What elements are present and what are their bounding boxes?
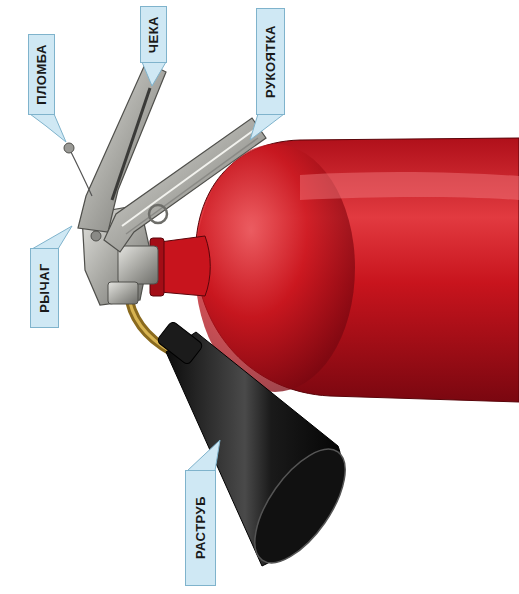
lever [78,62,166,232]
part-name: РУКОЯТКА [263,25,278,98]
part-name: РЫЧАГ [37,263,52,313]
callout-label: ЧЕКА [140,6,167,63]
safety-pin [112,88,150,200]
callout-arrow [250,114,284,140]
seal [64,143,74,153]
callout-arrow [187,440,220,471]
horn-collar [156,320,204,365]
handle-rib [122,130,254,226]
callout-label: ПЛОМБА [28,34,55,115]
part-name: ПЛОМБА [34,44,49,105]
cylinder-body [196,138,519,402]
callout-arrow [30,114,66,142]
callout-arrow [32,226,72,249]
horn-mouth [238,435,363,578]
handle-rib-2 [126,138,258,234]
part-name: ЧЕКА [146,16,161,53]
pivot [91,231,101,241]
seal-wire [70,150,92,196]
pin-ring [149,205,167,223]
part-name: РАСТРУБ [193,496,208,559]
cylinder-neck [160,236,210,296]
callout-label: РУКОЯТКА [256,8,285,115]
valve-nut-2 [108,282,138,304]
handle [104,118,266,252]
valve-nut [118,246,158,284]
callout-arrow [142,62,166,86]
callout-label: РЫЧАГ [30,248,59,328]
callout-label: РАСТРУБ [185,470,216,586]
cylinder-highlight [300,172,519,200]
